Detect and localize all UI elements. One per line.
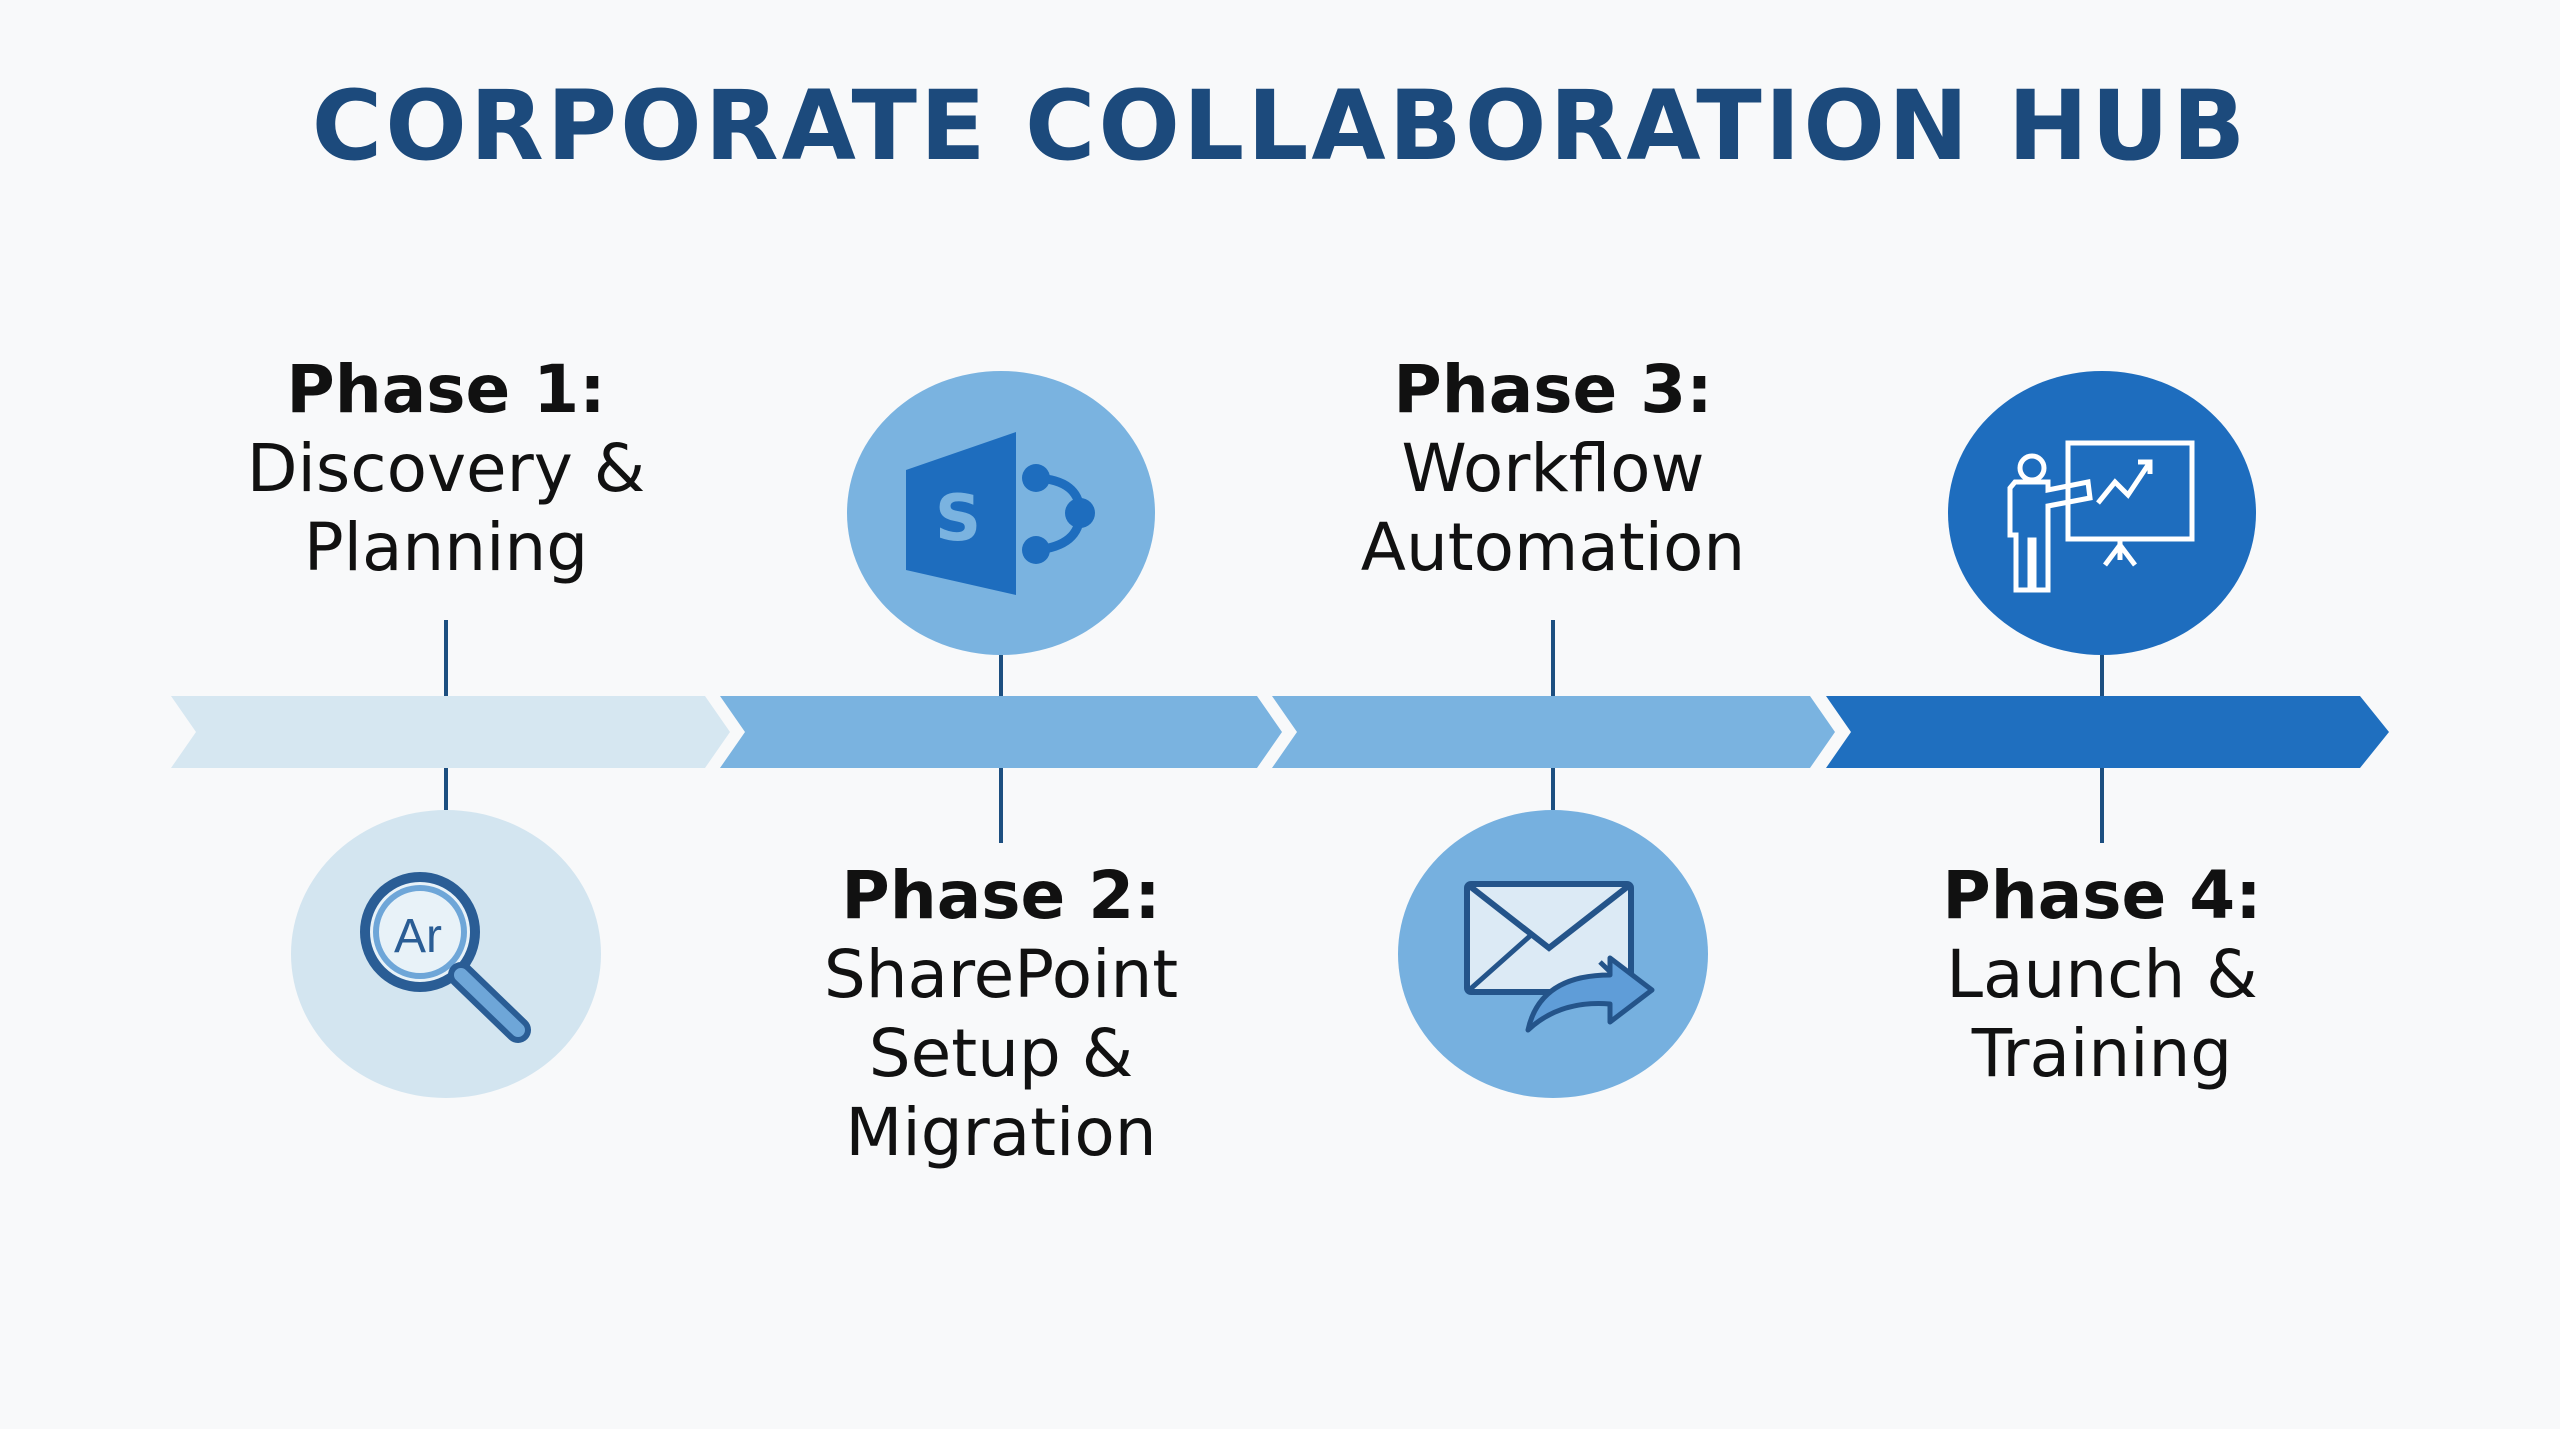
phase-2-title-line: Migration bbox=[845, 1094, 1157, 1171]
phase-4-label: Phase 4: Launch & Training bbox=[1822, 856, 2382, 1093]
page-title: CORPORATE COLLABORATION HUB bbox=[311, 70, 2249, 182]
sharepoint-icon-letter: S bbox=[935, 482, 981, 556]
presentation-trainer-icon bbox=[2007, 440, 2195, 593]
phase-3-heading: Phase 3: bbox=[1393, 351, 1713, 428]
timeline-segment-phase-3 bbox=[1272, 696, 1835, 768]
phase-4-heading: Phase 4: bbox=[1942, 857, 2262, 934]
email-forward-icon bbox=[1464, 881, 1655, 1033]
magnifier-search-icon: Ar bbox=[360, 872, 531, 1043]
phase-1-title-line: Planning bbox=[303, 509, 589, 586]
timeline-segment-phase-1 bbox=[171, 696, 730, 768]
phase-4-title-line: Launch & bbox=[1946, 936, 2258, 1013]
phase-4-title-line: Training bbox=[1971, 1015, 2233, 1092]
phase-1-title-line: Discovery & bbox=[246, 430, 646, 507]
phase-1-heading: Phase 1: bbox=[286, 351, 606, 428]
phase-3-title-line: Automation bbox=[1360, 509, 1746, 586]
phase-3-title-line: Workflow bbox=[1401, 430, 1705, 507]
timeline-segment-phase-4 bbox=[1826, 696, 2389, 768]
phase-4-icon-circle bbox=[1948, 371, 2256, 655]
phase-1-label: Phase 1: Discovery & Planning bbox=[166, 350, 726, 587]
phase-2-title-line: SharePoint bbox=[823, 936, 1179, 1013]
phase-2-title-line: Setup & bbox=[868, 1015, 1134, 1092]
phase-2-heading: Phase 2: bbox=[841, 857, 1161, 934]
phase-2-label: Phase 2: SharePoint Setup & Migration bbox=[721, 856, 1281, 1172]
timeline-segment-phase-2 bbox=[720, 696, 1282, 768]
sharepoint-logo-icon: S bbox=[906, 432, 1095, 595]
magnifier-icon-text: Ar bbox=[394, 910, 442, 963]
phase-3-label: Phase 3: Workflow Automation bbox=[1273, 350, 1833, 587]
